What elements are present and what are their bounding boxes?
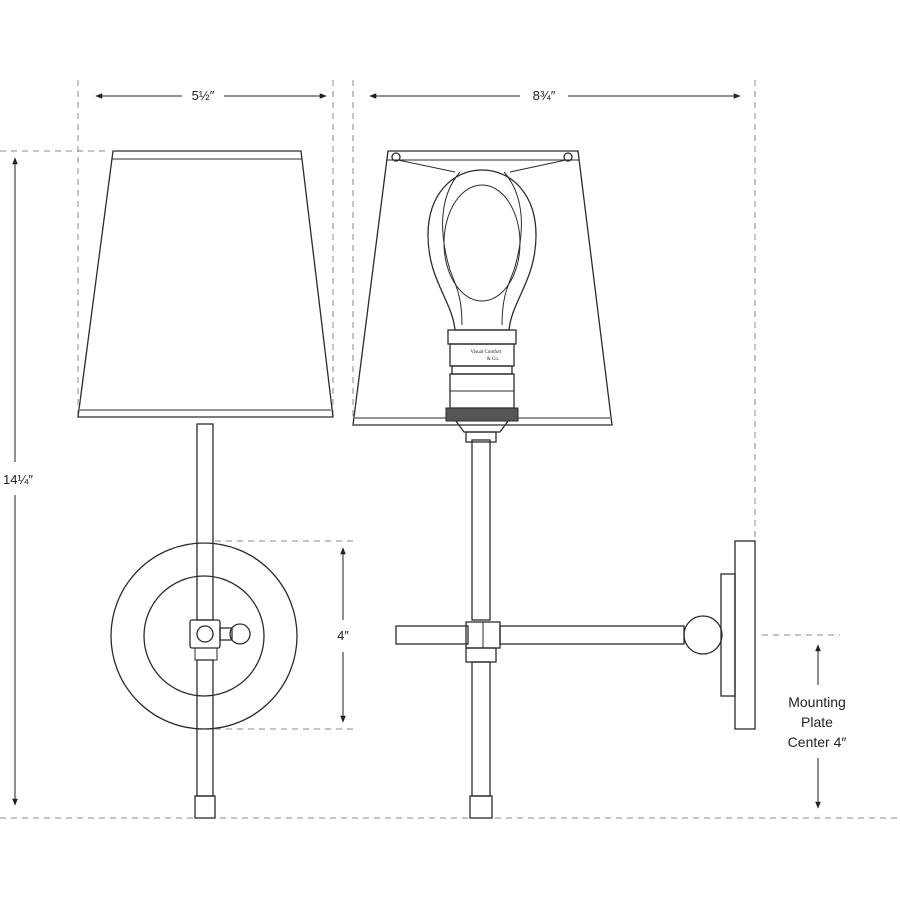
overall-depth-label: 8¾″ xyxy=(533,88,556,103)
mounting-label-line3: Center 4″ xyxy=(788,734,847,750)
brand-mark-line2: & Co. xyxy=(487,357,499,362)
backplate-diameter-label: 4″ xyxy=(337,628,349,643)
side-lower-stem xyxy=(471,661,491,797)
mounting-label-line1: Mounting xyxy=(788,694,846,710)
side-upper-stem xyxy=(471,439,491,621)
front-shade xyxy=(77,150,334,418)
side-view: Visual Comfort & Co. xyxy=(352,150,756,819)
side-backplate xyxy=(720,540,756,730)
reference-lines xyxy=(0,80,900,819)
front-backplate-outer xyxy=(110,542,298,730)
mounting-label-line2: Plate xyxy=(801,714,833,730)
shade-width-label: 5½″ xyxy=(192,88,215,103)
dimension-arrows xyxy=(12,93,821,809)
brand-mark-line1: Visual Comfort xyxy=(471,350,503,355)
front-knuckle xyxy=(189,619,251,661)
front-lower-stem xyxy=(196,659,214,797)
side-stem-collar xyxy=(465,431,497,443)
side-arm xyxy=(395,615,723,655)
overall-height-label: 14¼″ xyxy=(3,472,33,487)
lamp-socket: Visual Comfort & Co. xyxy=(445,329,519,433)
side-lower-collar xyxy=(465,647,497,663)
side-finial xyxy=(469,795,493,819)
side-shade xyxy=(352,150,613,426)
front-backplate-inner xyxy=(143,575,265,697)
front-finial xyxy=(194,795,216,819)
front-view xyxy=(77,150,334,819)
light-bulb xyxy=(427,169,537,331)
front-upper-stem xyxy=(196,423,214,621)
socket-knurled-ring xyxy=(445,407,519,422)
